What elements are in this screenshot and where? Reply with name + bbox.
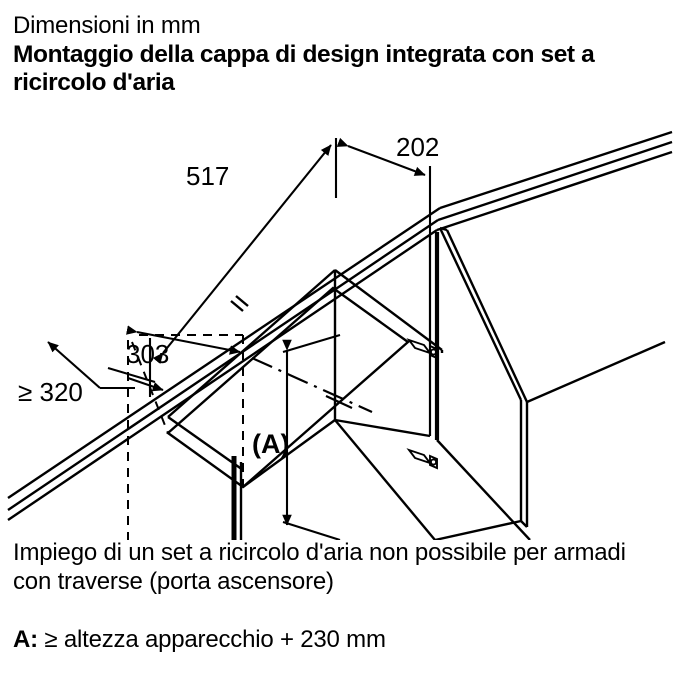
legend-value: ≥ altezza apparecchio + 230 mm [44, 626, 386, 653]
dimension-label-517: 517 [186, 161, 229, 191]
worktop [7, 130, 673, 521]
legend-key: A: [13, 626, 38, 653]
dimension-label-202: 202 [396, 132, 439, 162]
dimension-label-320: ≥ 320 [18, 377, 83, 407]
page-title: Montaggio della cappa di design integrat… [13, 41, 663, 96]
dimension-label-303: 303 [126, 339, 169, 369]
units-note: Dimensioni in mm [13, 12, 201, 39]
page-title-line2: con set a ricircolo d'aria [13, 41, 595, 96]
technical-diagram: 517 202 303 ≥ 320 (A) [0, 110, 675, 540]
dimension-303 [126, 325, 241, 355]
back-panel [242, 270, 444, 540]
hinge-upper [406, 338, 438, 360]
cutout-corner-tick [230, 295, 249, 312]
page-title-line1: Montaggio della cappa di design integrat… [13, 41, 486, 68]
dimension-320 [47, 341, 164, 392]
usage-note: Impiego di un set a ricircolo d'aria non… [13, 539, 626, 595]
diagram-svg: 517 202 303 ≥ 320 (A) [7, 130, 673, 540]
left-divider [231, 456, 243, 540]
centerline [251, 356, 373, 414]
dimension-A [282, 333, 341, 540]
dimension-label-A: (A) [252, 429, 289, 459]
hinge-lower [406, 448, 438, 470]
door [434, 226, 666, 540]
legend-line: A: ≥ altezza apparecchio + 230 mm [13, 625, 386, 654]
dimension-202 [336, 137, 432, 250]
